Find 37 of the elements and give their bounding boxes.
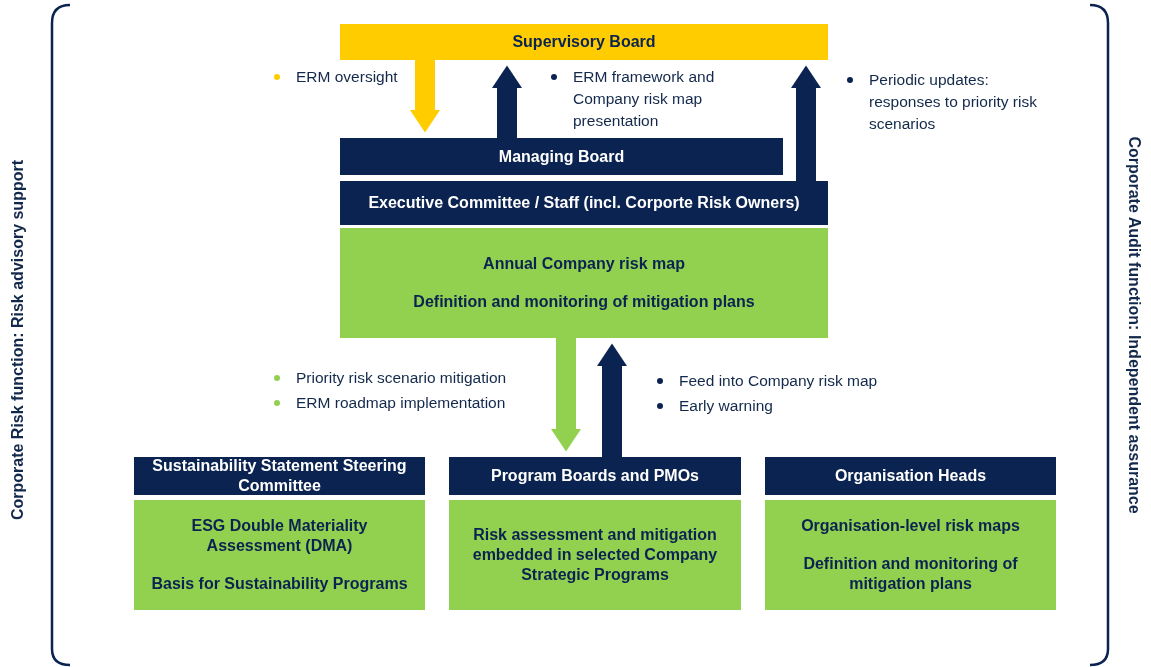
- block-arrow: [597, 343, 627, 457]
- panel-text: ESG Double Materiality Assessment (DMA): [190, 516, 369, 556]
- panel-text: Basis for Sustainability Programs: [151, 574, 408, 594]
- panel-text: Annual Company risk map: [483, 254, 685, 274]
- header-text: Executive Committee / Staff (incl. Corporte Risk Owners): [368, 193, 800, 213]
- bullet-text: ERM roadmap implementation: [296, 394, 506, 411]
- bullet-text: Periodic updates: responses to priority risk scenarios: [869, 71, 1037, 132]
- panel-text: Organisation-level risk maps: [801, 516, 1020, 536]
- activity-panel: [449, 500, 741, 610]
- activity-panel: [765, 500, 1056, 610]
- committee-header: [340, 181, 828, 225]
- header-text: Sustainability Statement Steering Committee: [151, 456, 408, 496]
- committee-header: [449, 457, 741, 495]
- bullet-text: Priority risk scenario mitigation: [296, 369, 507, 386]
- bullet-text: ERM framework and Company risk map presentation: [573, 68, 715, 129]
- panel-text: Risk assessment and mitigation embedded in selected Company Strategic Programs: [471, 525, 719, 585]
- committee-header: [765, 457, 1056, 495]
- side-label: Corporate Risk function: Risk advisory support: [9, 159, 28, 521]
- header-text: Organisation Heads: [834, 466, 987, 486]
- activity-panel: [134, 500, 425, 610]
- activity-panel: [340, 228, 828, 338]
- bullet-text: Feed into Company risk map: [679, 372, 878, 389]
- panel-text: Definition and monitoring of mitigation plans: [413, 292, 755, 312]
- block-arrow: [492, 65, 522, 138]
- block-arrow: [791, 65, 821, 181]
- side-label: Corporate Audit function: Independent assurance: [1124, 136, 1143, 514]
- header-text: Supervisory Board: [512, 32, 656, 52]
- panel-text: Definition and monitoring of mitigation plans: [802, 554, 1019, 594]
- bullet-text: ERM oversight: [296, 68, 398, 85]
- block-arrow: [551, 338, 581, 452]
- committee-header: [134, 457, 425, 495]
- header-text: Program Boards and PMOs: [490, 466, 699, 486]
- board-header: [340, 24, 828, 60]
- board-header: [340, 138, 783, 175]
- header-text: Managing Board: [498, 146, 625, 167]
- block-arrow: [410, 60, 440, 133]
- bullet-text: Early warning: [679, 397, 773, 414]
